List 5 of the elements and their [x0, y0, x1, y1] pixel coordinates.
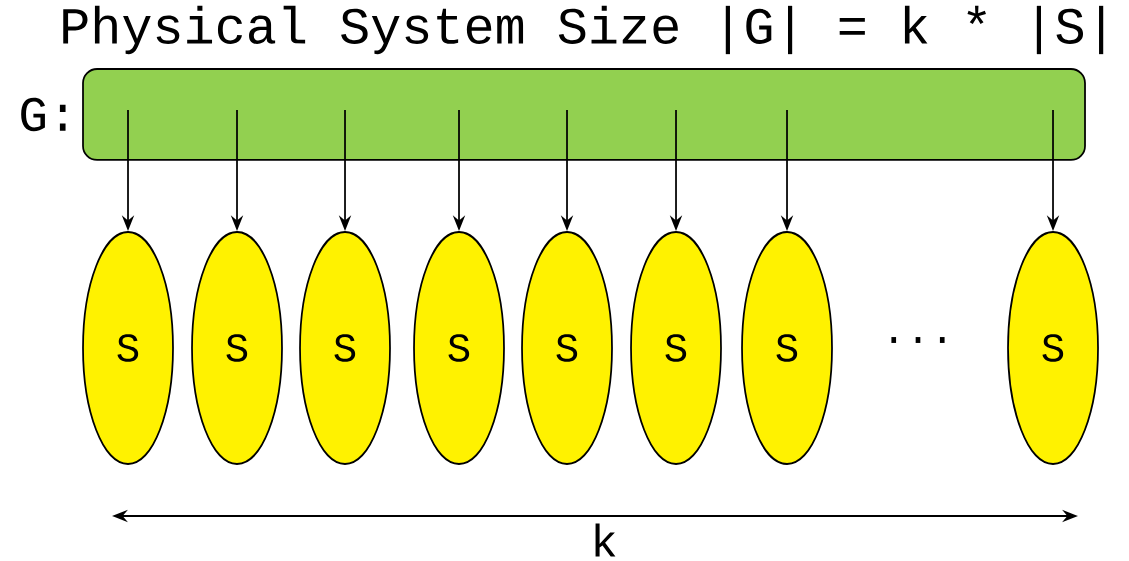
ellipsis: ...: [891, 337, 945, 343]
title: Physical System Size |G| = k * |S|: [63, 5, 1104, 55]
dimension-label: k: [595, 523, 616, 557]
node-label: G:: [21, 97, 66, 132]
group-box: G:: [21, 68, 1086, 161]
